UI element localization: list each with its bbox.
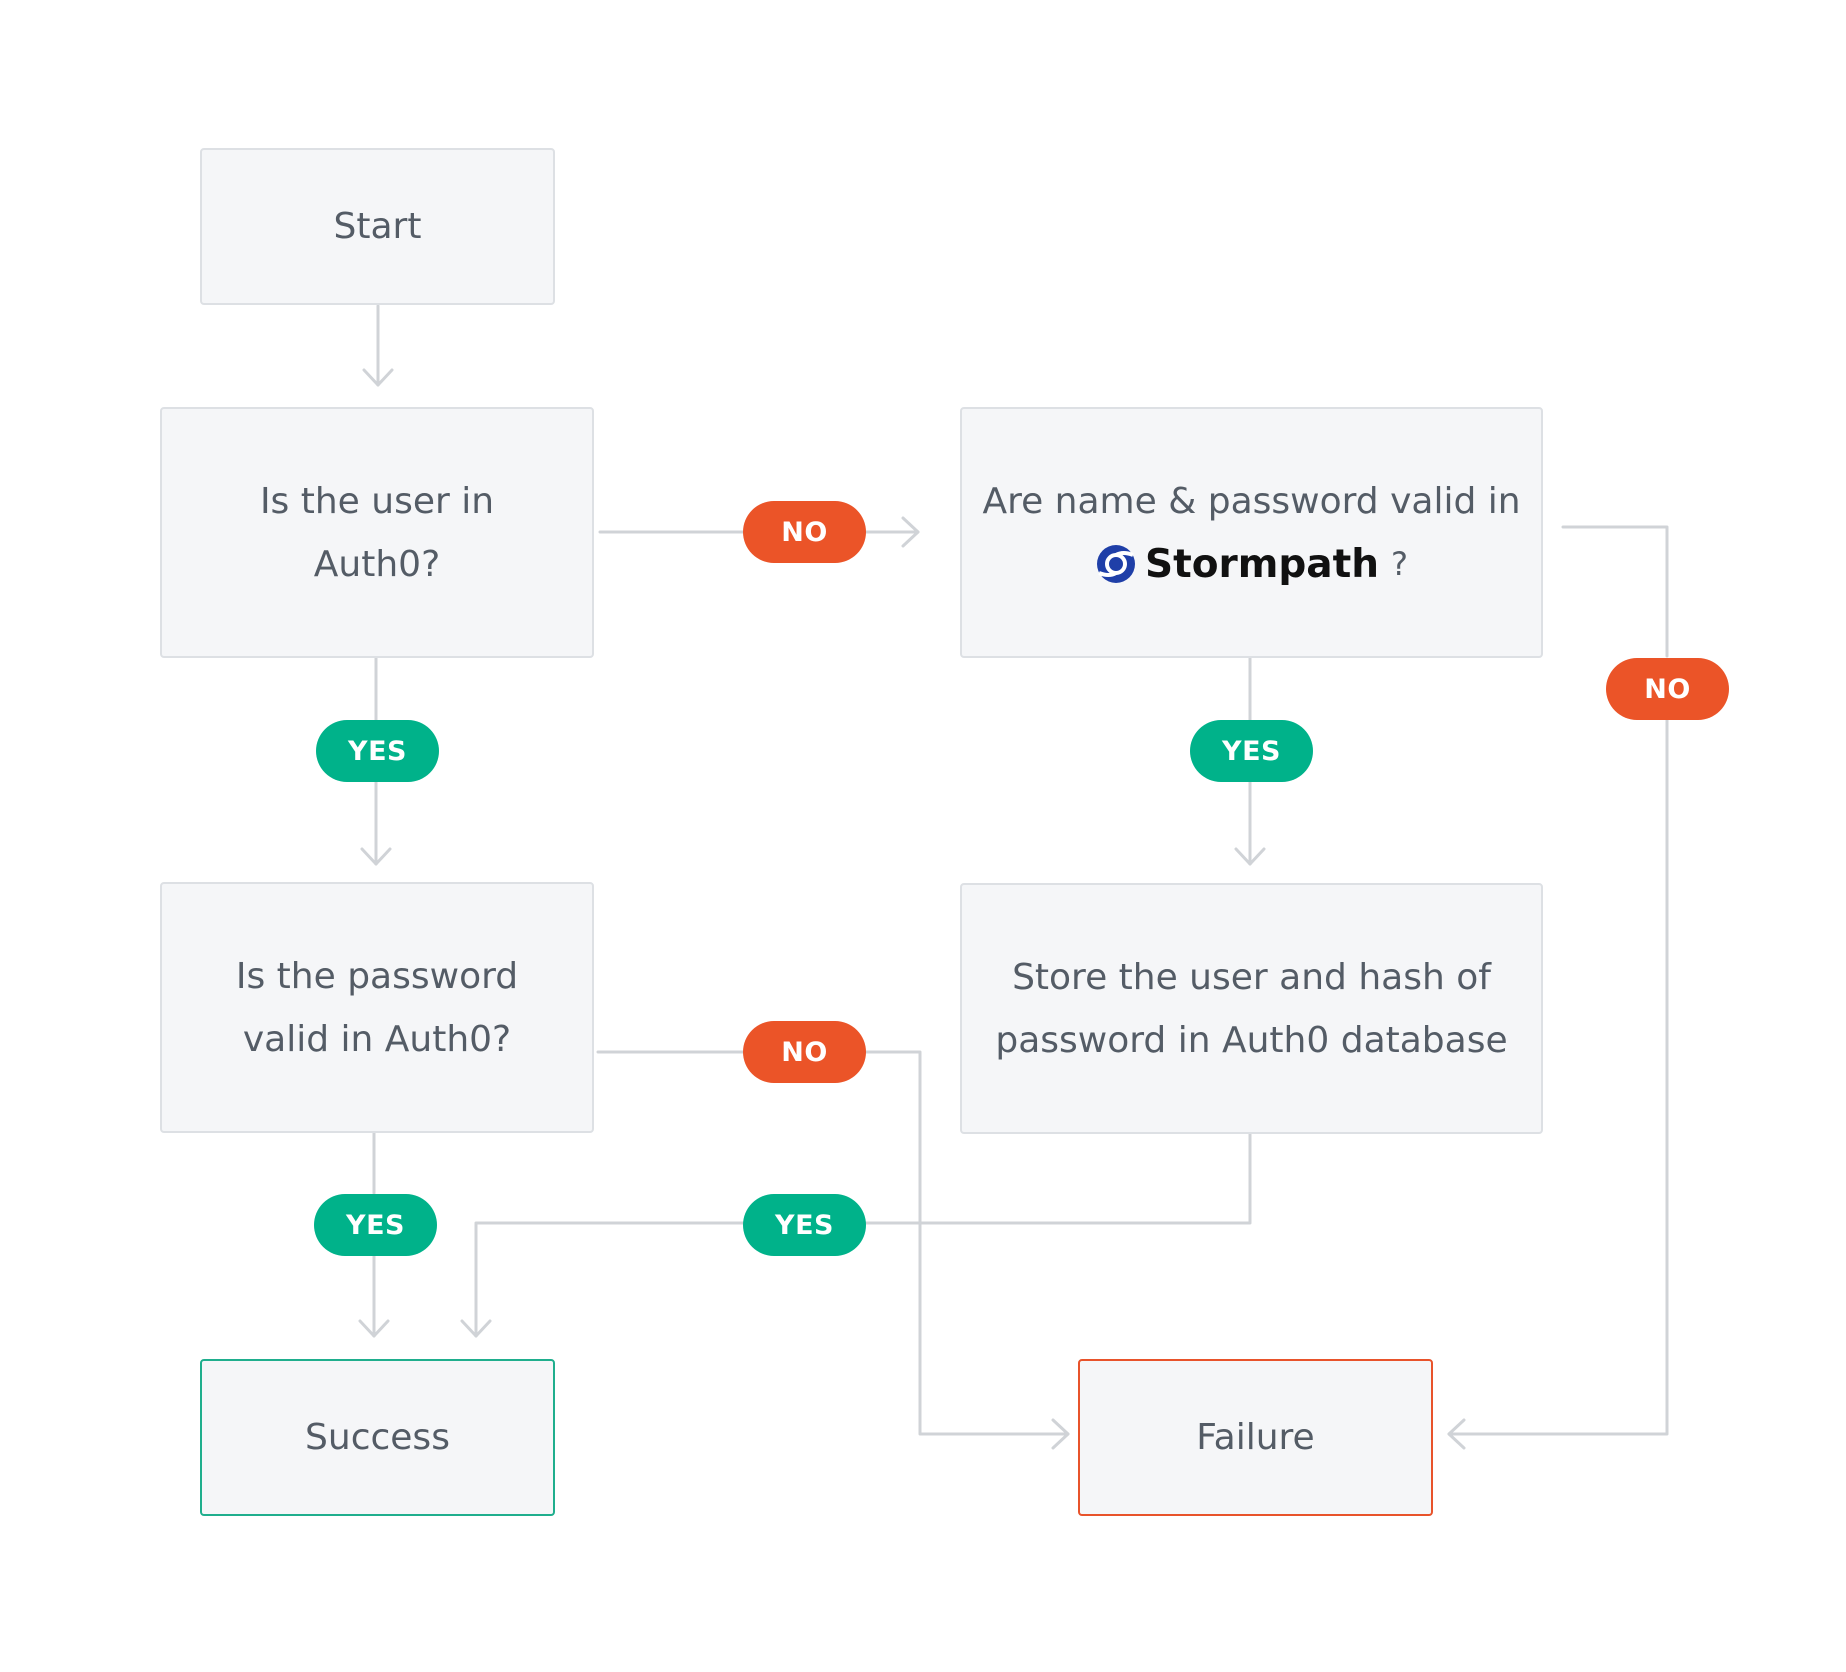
yes-label-stored: YES xyxy=(743,1194,866,1256)
decision-user-in-auth0-line2: Auth0? xyxy=(313,543,441,585)
arrowhead-down-icon xyxy=(460,1319,492,1338)
store-user-line1: Store the user and hash of xyxy=(1012,956,1491,998)
yes-label-user-found: YES xyxy=(316,720,439,782)
no-label-stormpath-invalid: NO xyxy=(1606,658,1729,720)
decision-user-in-auth0-line1: Is the user in xyxy=(259,480,495,522)
decision-stormpath-valid: Are name & password valid in Stormpath ? xyxy=(960,407,1543,658)
stormpath-brand: Stormpath xyxy=(1144,541,1380,587)
arrowhead-left-icon xyxy=(1447,1418,1466,1450)
stormpath-question-mark: ? xyxy=(1391,544,1409,583)
no-label-password-invalid: NO xyxy=(743,1021,866,1083)
decision-password-line2: valid in Auth0? xyxy=(242,1018,512,1060)
failure-node: Failure xyxy=(1078,1359,1433,1516)
arrowhead-down-icon xyxy=(362,368,394,387)
connector-yes-4-right xyxy=(864,1132,1252,1225)
stormpath-row: Stormpath ? xyxy=(1095,533,1408,596)
success-node: Success xyxy=(200,1359,555,1516)
no-label-stormpath: NO xyxy=(743,501,866,563)
connector-no-failure-right xyxy=(864,1050,1070,1436)
yes-label-stormpath-valid: YES xyxy=(1190,720,1313,782)
arrowhead-right-icon xyxy=(1051,1418,1070,1450)
yes-label-password-valid: YES xyxy=(314,1194,437,1256)
success-label: Success xyxy=(305,1417,450,1458)
arrowhead-down-icon xyxy=(1234,847,1266,866)
arrowhead-down-icon xyxy=(358,1319,390,1338)
decision-stormpath-line1: Are name & password valid in xyxy=(982,480,1521,522)
action-store-user: Store the user and hash of password in A… xyxy=(960,883,1543,1134)
decision-password-valid: Is the password valid in Auth0? xyxy=(160,882,594,1133)
stormpath-logo-icon xyxy=(1096,545,1135,583)
failure-label: Failure xyxy=(1196,1417,1315,1458)
decision-password-line1: Is the password xyxy=(235,955,519,997)
decision-user-in-auth0: Is the user in Auth0? xyxy=(160,407,594,658)
start-label: Start xyxy=(333,206,422,247)
connector-no-right-top xyxy=(1561,525,1669,658)
arrowhead-down-icon xyxy=(360,847,392,866)
store-user-line2: password in Auth0 database xyxy=(995,1019,1508,1061)
arrowhead-right-icon xyxy=(901,516,920,548)
connector-yes-4-left xyxy=(474,1221,747,1338)
start-node: Start xyxy=(200,148,555,305)
connector-no-right-bottom xyxy=(1447,716,1669,1436)
